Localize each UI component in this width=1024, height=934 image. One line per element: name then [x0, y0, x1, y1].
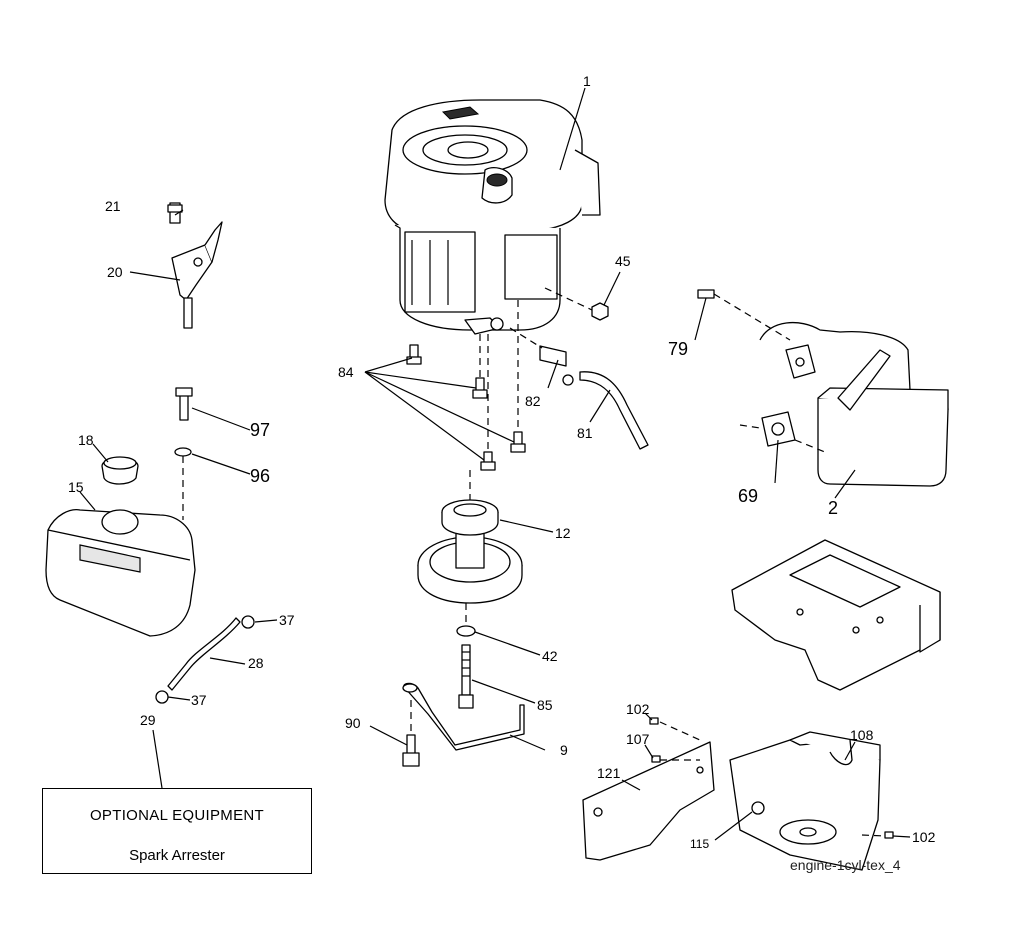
- frame-assembly: [582, 717, 894, 871]
- bracket-9: [402, 682, 525, 751]
- optional-equipment-box: OPTIONAL EQUIPMENT Spark Arrester: [42, 788, 312, 874]
- callout-20: 20: [107, 264, 123, 280]
- callout-21: 21: [105, 198, 121, 214]
- engine-mount-plate: [731, 539, 941, 691]
- callout-85: 85: [537, 697, 553, 713]
- callout-12: 12: [555, 525, 571, 541]
- callout-108: 108: [850, 727, 874, 743]
- callout-37a: 37: [279, 612, 295, 628]
- callout-15: 15: [68, 479, 84, 495]
- callout-9: 9: [560, 742, 568, 758]
- optional-equipment-title: OPTIONAL EQUIPMENT: [89, 807, 265, 824]
- callout-42: 42: [542, 648, 558, 664]
- callout-69: 69: [738, 486, 758, 506]
- callout-90: 90: [345, 715, 361, 731]
- engine: [384, 99, 601, 335]
- callout-79: 79: [668, 339, 688, 359]
- bolt-90: [402, 700, 420, 767]
- washer-96: [174, 447, 192, 457]
- pulley: [417, 470, 523, 625]
- callout-81: 81: [577, 425, 593, 441]
- callout-29: 29: [140, 712, 156, 728]
- throttle-control: [167, 202, 223, 329]
- callout-84: 84: [338, 364, 354, 380]
- callout-115: 115: [690, 837, 709, 851]
- callout-2: 2: [828, 498, 838, 518]
- callout-82: 82: [525, 393, 541, 409]
- washer-42: [456, 625, 476, 637]
- muffler: [759, 321, 949, 487]
- optional-equipment-item: Spark Arrester: [129, 847, 225, 864]
- bolts-84: [406, 300, 526, 471]
- bolt-85: [458, 644, 474, 709]
- leader-lines: [79, 87, 911, 841]
- callout-107: 107: [626, 731, 650, 747]
- fuel-hose: [509, 327, 649, 450]
- nut-45: [544, 287, 609, 321]
- callout-102b: 102: [912, 829, 936, 845]
- callout-97: 97: [250, 420, 270, 440]
- fuel-line: [155, 615, 255, 704]
- callout-37b: 37: [191, 692, 207, 708]
- callout-18: 18: [78, 432, 94, 448]
- fuel-tank: [45, 456, 196, 637]
- diagram-code: engine-1cyl-tex_4: [790, 857, 901, 873]
- callout-121: 121: [597, 765, 621, 781]
- callout-96: 96: [250, 466, 270, 486]
- callout-1: 1: [583, 73, 591, 89]
- callout-28: 28: [248, 655, 264, 671]
- callout-numbers: 1 21 20 45 79 84 82 81 97 18 96 15 69 2 …: [68, 73, 936, 851]
- callout-102a: 102: [626, 701, 650, 717]
- callout-45: 45: [615, 253, 631, 269]
- bolt-97: [174, 387, 193, 520]
- gasket-69: [739, 411, 826, 453]
